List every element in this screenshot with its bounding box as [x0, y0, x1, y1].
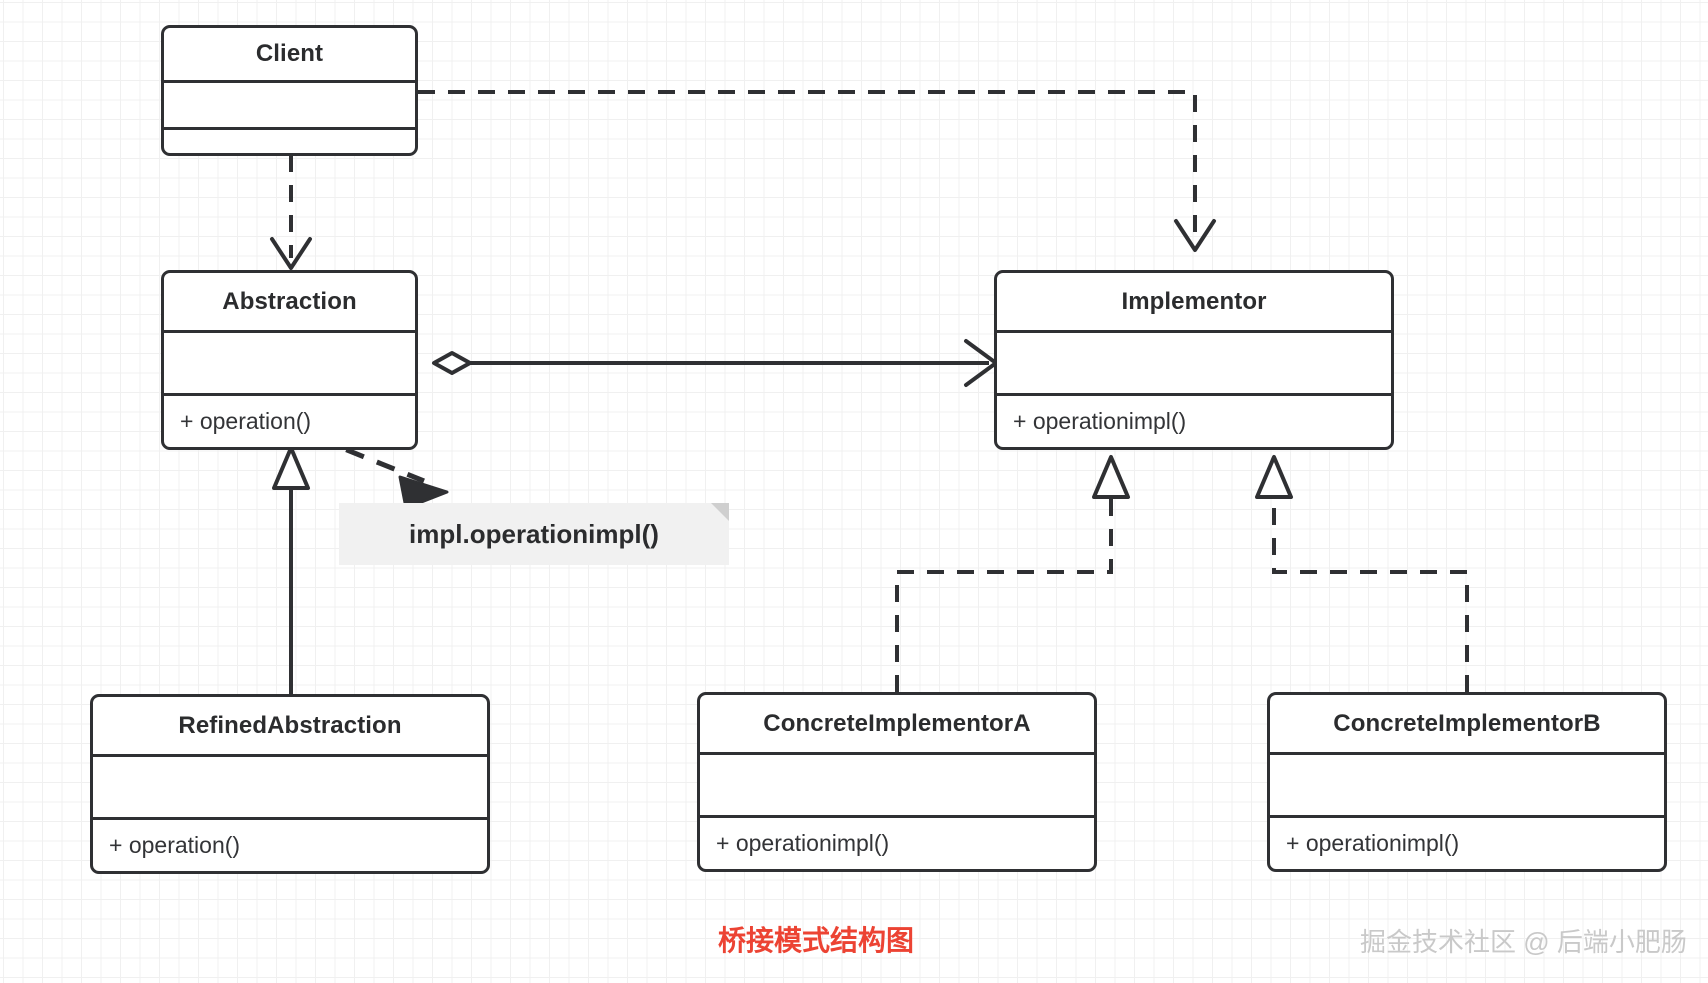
class-attributes-abstraction	[164, 330, 415, 393]
class-box-abstraction[interactable]: Abstraction + operation()	[161, 270, 418, 450]
class-attributes-concrete-implementor-a	[700, 752, 1094, 815]
class-operations-abstraction: + operation()	[164, 393, 415, 447]
note-box-impl-operationimpl[interactable]: impl.operationimpl()	[339, 503, 729, 565]
note-text: impl.operationimpl()	[409, 518, 659, 549]
class-operations-implementor: + operationimpl()	[997, 393, 1391, 447]
class-attributes-concrete-implementor-b	[1270, 752, 1664, 815]
class-operations-client	[164, 127, 415, 153]
class-box-implementor[interactable]: Implementor + operationimpl()	[994, 270, 1394, 450]
watermark-text: 掘金技术社区 @ 后端小肥肠	[1360, 927, 1687, 957]
edge-refinedabstraction-to-abstraction	[272, 446, 310, 694]
class-attributes-implementor	[997, 330, 1391, 393]
class-name-implementor: Implementor	[1121, 287, 1267, 315]
edge-abstraction-to-note	[284, 422, 449, 510]
note-fold-corner	[711, 503, 729, 521]
edge-client-to-abstraction	[270, 155, 312, 270]
class-operations-concrete-implementor-b: + operationimpl()	[1270, 815, 1664, 869]
class-box-concrete-implementor-a[interactable]: ConcreteImplementorA + operationimpl()	[697, 692, 1097, 872]
edge-client-to-implementor	[418, 90, 1216, 252]
class-box-concrete-implementor-b[interactable]: ConcreteImplementorB + operationimpl()	[1267, 692, 1667, 872]
edge-concreteimplementora-to-implementor	[895, 455, 1130, 692]
class-box-client[interactable]: Client	[161, 25, 418, 156]
class-name-refined-abstraction: RefinedAbstraction	[178, 711, 402, 739]
class-attributes-client	[164, 80, 415, 127]
class-name-abstraction: Abstraction	[222, 287, 357, 315]
diagram-caption: 桥接模式结构图	[718, 925, 915, 956]
edge-concreteimplementorb-to-implementor	[1255, 455, 1469, 692]
class-attributes-refined-abstraction	[93, 754, 487, 817]
class-name-client: Client	[255, 40, 324, 67]
edge-abstraction-to-implementor	[432, 339, 998, 387]
class-name-concrete-implementor-b: ConcreteImplementorB	[1333, 709, 1601, 737]
class-box-refined-abstraction[interactable]: RefinedAbstraction + operation()	[90, 694, 490, 874]
class-operations-concrete-implementor-a: + operationimpl()	[700, 815, 1094, 869]
class-name-concrete-implementor-a: ConcreteImplementorA	[763, 709, 1031, 737]
class-operations-refined-abstraction: + operation()	[93, 817, 487, 871]
